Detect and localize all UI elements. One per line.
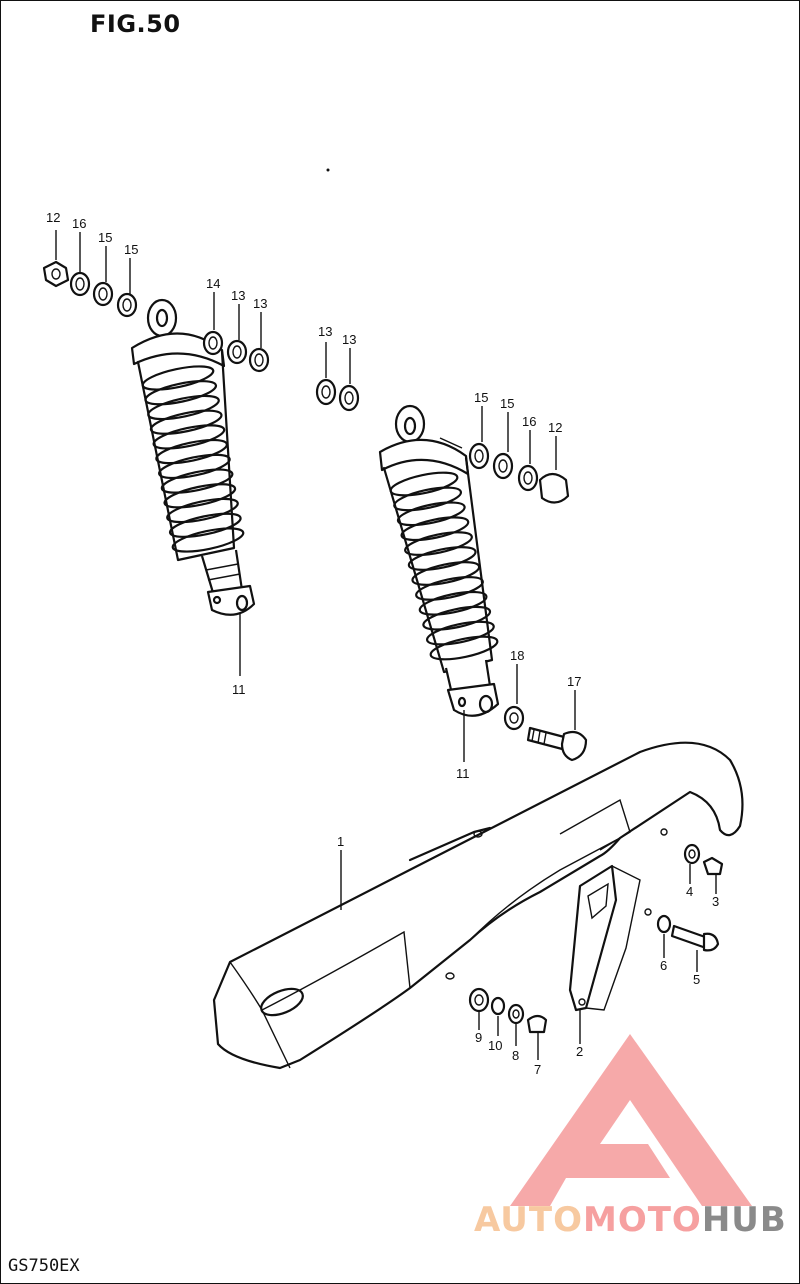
spring-coil <box>166 497 239 524</box>
spring-coil <box>149 409 223 435</box>
spring-coil <box>171 527 245 553</box>
spring-coil <box>152 424 226 450</box>
spring-coil <box>389 471 459 497</box>
label-guard-9: 9 <box>475 1030 482 1045</box>
left-shock-absorber <box>130 298 256 616</box>
spring-coil <box>160 468 234 494</box>
label-mid-13b: 13 <box>342 332 356 347</box>
spring-coil <box>147 394 220 421</box>
spring-coil <box>418 590 488 616</box>
figure-title: FIG.50 <box>90 10 181 38</box>
automotohub-logo-icon <box>510 1034 752 1206</box>
lower-bolt-assembly <box>503 705 588 762</box>
label-r-15a: 15 <box>474 390 488 405</box>
label-guard-1: 1 <box>337 834 344 849</box>
label-r-12: 12 <box>548 420 562 435</box>
washer-14-left <box>202 330 224 356</box>
cap-nut-12-right <box>538 472 570 504</box>
spring-coil <box>168 512 242 538</box>
label-l-13b: 13 <box>253 296 267 311</box>
spring-coil <box>141 365 215 391</box>
label-guard-3: 3 <box>712 894 719 909</box>
label-r-18: 18 <box>510 648 524 663</box>
middle-washers <box>315 378 360 412</box>
label-guard-7: 7 <box>534 1062 541 1077</box>
spring-coil <box>155 438 228 465</box>
spring-coil <box>422 605 492 631</box>
right-shock-absorber <box>378 404 500 717</box>
reference-dot <box>326 168 330 172</box>
spring-coil <box>407 546 477 571</box>
guard-hardware <box>468 843 724 1034</box>
watermark-moto: MOTO <box>582 1200 702 1240</box>
right-upper-hardware <box>468 442 570 504</box>
label-guard-6: 6 <box>660 958 667 973</box>
watermark-hub: HUB <box>701 1200 787 1240</box>
label-guard-10: 10 <box>488 1038 502 1053</box>
spring-coil <box>411 561 481 586</box>
spring-coil <box>393 486 463 512</box>
label-r-15b: 15 <box>500 396 514 411</box>
label-guard-2: 2 <box>576 1044 583 1059</box>
spring-coil <box>429 635 499 661</box>
washer-16-left <box>69 271 91 297</box>
label-r-17: 17 <box>567 674 581 689</box>
part-number-labels: 12 16 15 15 14 13 13 13 13 15 15 16 12 1… <box>46 210 719 1077</box>
label-guard-4: 4 <box>686 884 693 899</box>
spring-coil <box>144 380 218 406</box>
washer-15b-left <box>116 292 138 318</box>
label-r-16: 16 <box>522 414 536 429</box>
chain-guard <box>212 741 744 1070</box>
label-l-16: 16 <box>72 216 86 231</box>
washer-13a-left <box>226 339 248 365</box>
spring-coil <box>415 576 484 601</box>
label-guard-8: 8 <box>512 1048 519 1063</box>
label-l-13a: 13 <box>231 288 245 303</box>
bracket-2 <box>568 864 618 1012</box>
washer-13b-left <box>248 347 270 373</box>
spring-coil <box>404 531 473 556</box>
label-mid-13a: 13 <box>318 324 332 339</box>
spring-coil <box>158 453 231 480</box>
label-l-12: 12 <box>46 210 60 225</box>
label-r-11: 11 <box>456 766 470 781</box>
watermark-text: AUTOMOTOHUB <box>474 1200 787 1240</box>
label-guard-5: 5 <box>693 972 700 987</box>
nut-12-left <box>42 260 70 288</box>
spring-coil <box>400 516 470 542</box>
washer-15a-left <box>92 281 114 307</box>
spring-coil <box>396 501 466 527</box>
label-l-14: 14 <box>206 276 220 291</box>
leader-lines <box>55 230 717 1060</box>
label-l-11: 11 <box>232 682 246 697</box>
watermark-auto: AUTO <box>474 1200 583 1240</box>
left-upper-hardware <box>42 260 270 373</box>
label-l-15a: 15 <box>98 230 112 245</box>
label-l-15b: 15 <box>124 242 138 257</box>
spring-coil <box>163 483 237 509</box>
model-code: GS750EX <box>8 1256 80 1276</box>
spring-coil <box>425 620 495 646</box>
